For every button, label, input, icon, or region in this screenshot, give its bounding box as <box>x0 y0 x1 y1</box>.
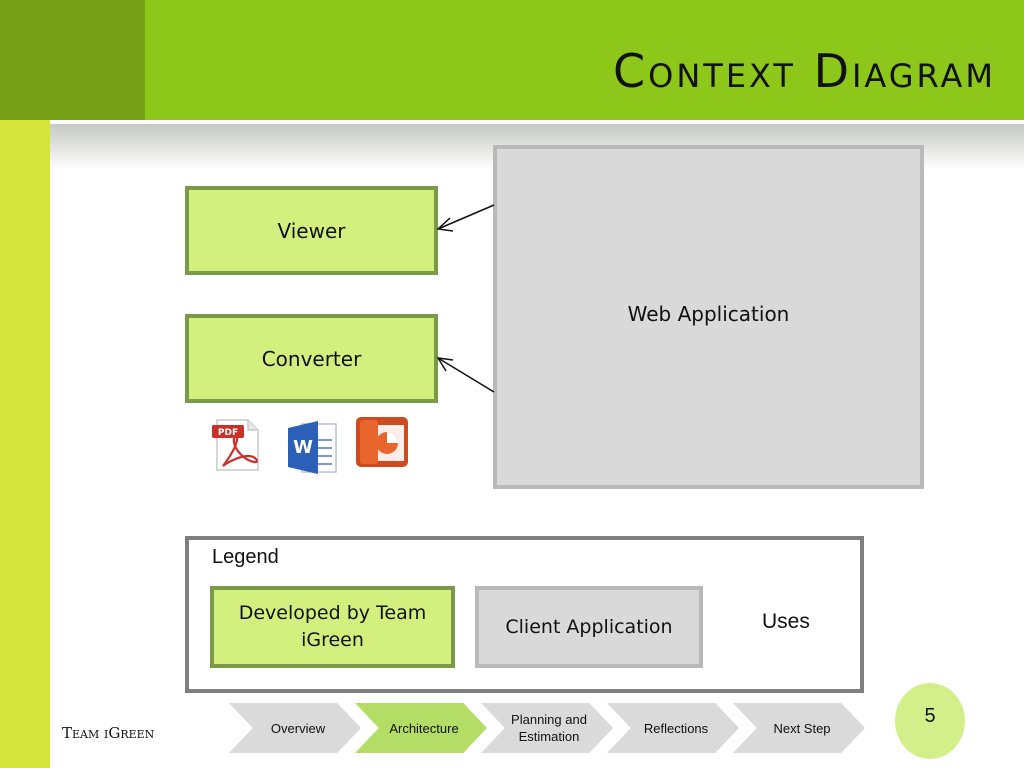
web-application-label: Web Application <box>627 302 790 326</box>
viewer-box: Viewer <box>185 186 438 275</box>
pdf-icon: PDF <box>212 419 259 471</box>
slide-title: Context Diagram <box>613 44 996 98</box>
legend-client-box: Client Application <box>475 586 703 668</box>
converter-box: Converter <box>185 314 438 403</box>
powerpoint-icon <box>356 417 408 467</box>
word-icon: W <box>288 421 337 474</box>
pdf-badge-text: PDF <box>218 428 238 438</box>
left-side-bar <box>0 120 50 768</box>
legend-developed-label: Developed by Team iGreen <box>238 602 427 651</box>
page-number-badge: 5 <box>895 683 965 759</box>
nav-step-label: Next Step <box>773 720 831 736</box>
nav-step-label: Reflections <box>643 720 709 736</box>
nav-step-label: Planning and Estimation <box>511 712 587 744</box>
svg-text:W: W <box>293 437 313 458</box>
header-accent-block <box>0 0 145 120</box>
page-number: 5 <box>924 705 936 727</box>
header-bar <box>145 0 1024 120</box>
nav-step-label: Overview <box>270 720 326 736</box>
viewer-label: Viewer <box>277 218 346 243</box>
footer-team-name: Team iGreen <box>62 724 155 742</box>
header-divider <box>50 120 1024 124</box>
converter-label: Converter <box>261 346 362 371</box>
arrow-webapp-to-converter <box>436 357 495 393</box>
legend-uses-label: Uses <box>762 610 810 633</box>
arrow-webapp-to-viewer <box>436 204 495 232</box>
legend-client-label: Client Application <box>505 616 673 638</box>
web-application-box: Web Application <box>493 145 924 489</box>
nav-step-label: Architecture <box>389 720 459 736</box>
legend-title: Legend <box>212 546 279 568</box>
legend-developed-box: Developed by Team iGreen <box>210 586 455 668</box>
